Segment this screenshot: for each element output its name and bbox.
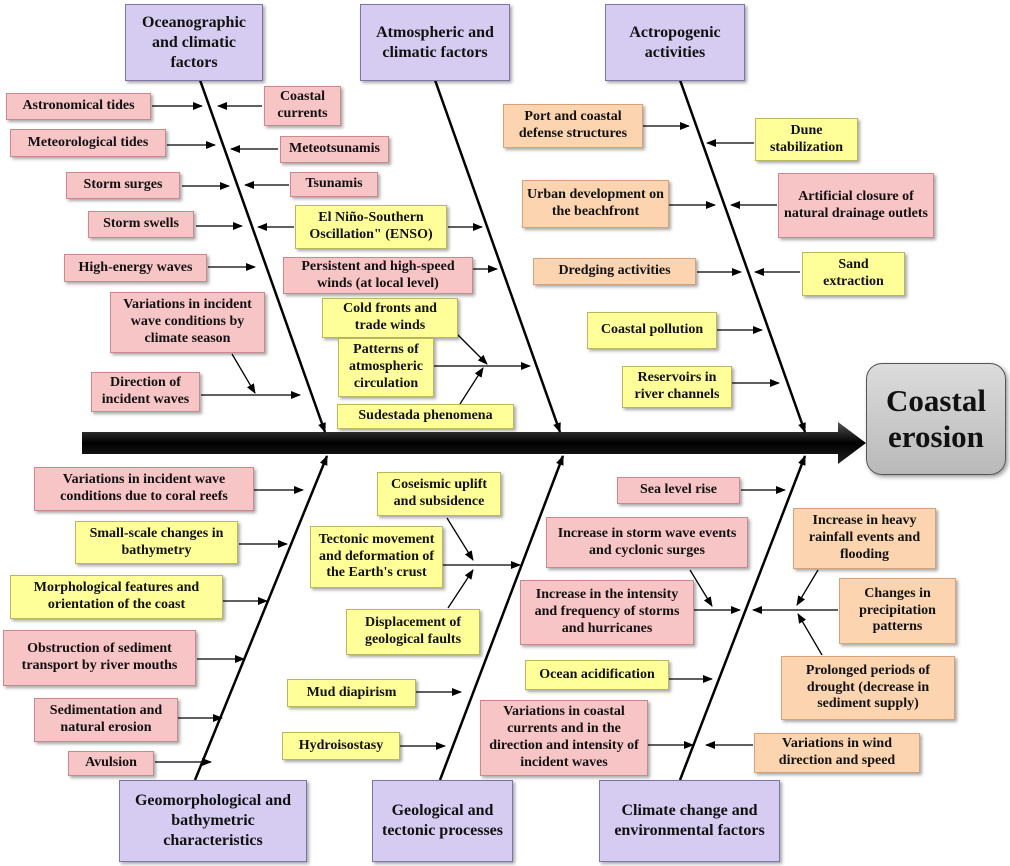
cause-coseismic: Coseismic uplift and subsidence xyxy=(377,472,501,516)
cause-hydroisostasy: Hydroisostasy xyxy=(282,732,400,760)
cause-drought: Prolonged periods of drought (decrease i… xyxy=(781,656,955,720)
cause-morphological-features: Morphological features and orientation o… xyxy=(10,575,223,619)
cause-sudestada: Sudestada phenomena xyxy=(337,404,514,429)
bone-anthropogenic xyxy=(678,79,807,433)
cause-faults: Displacement of geological faults xyxy=(346,609,480,655)
bone-climate xyxy=(678,455,807,781)
bone-geological xyxy=(438,455,565,781)
cause-coastal-currents: Coastal currents xyxy=(264,86,341,126)
cause-dredging: Dredging activities xyxy=(533,258,696,285)
category-geomorphological: Geomorphological and bathymetric charact… xyxy=(119,780,307,862)
arrow-wave-climate-season xyxy=(231,353,256,394)
cause-wave-climate-season: Variations in incident wave conditions b… xyxy=(110,292,265,353)
cause-astronomical-tides: Astronomical tides xyxy=(6,93,151,120)
category-anthropogenic: Actropogenic activities xyxy=(605,4,745,81)
arrow-heavy-rainfall xyxy=(796,569,819,606)
main-spine-arrow xyxy=(82,422,866,464)
cause-urban-development: Urban development on the beachfront xyxy=(522,180,669,228)
cause-coastal-current-variations: Variations in coastal currents and in th… xyxy=(480,700,648,776)
bone-oceanographic xyxy=(198,79,327,433)
arrow-faults xyxy=(447,569,474,609)
cause-atmospheric-circulation: Patterns of atmospheric circulation xyxy=(338,338,434,397)
arrow-sudestada xyxy=(459,367,484,405)
category-atmospheric: Atmospheric and climatic factors xyxy=(360,4,510,81)
cause-reservoirs: Reservoirs in river channels xyxy=(622,366,732,408)
cause-artificial-closure: Artificial closure of natural drainage o… xyxy=(778,173,934,238)
arrow-drought xyxy=(797,613,823,656)
category-climate: Climate change and environmental factors xyxy=(599,780,780,862)
cause-storm-intensity: Increase in the intensity and frequency … xyxy=(520,580,694,645)
cause-wind-variations: Variations in wind direction and speed xyxy=(754,733,920,773)
cause-meteotsunamis: Meteotsunamis xyxy=(280,136,389,163)
cause-cold-fronts: Cold fronts and trade winds xyxy=(322,298,458,338)
category-geological: Geological and tectonic processes xyxy=(372,780,513,862)
cause-storm-swells: Storm swells xyxy=(88,211,194,238)
cause-sedimentation: Sedimentation and natural erosion xyxy=(34,698,178,742)
cause-precipitation-patterns: Changes in precipitation patterns xyxy=(839,578,956,644)
bone-atmospheric xyxy=(433,79,562,433)
cause-enso: El Niño-Southern Oscillation" (ENSO) xyxy=(295,205,447,249)
effect-coastal-erosion: Coastal erosion xyxy=(866,363,1006,475)
cause-port-structures: Port and coastal defense structures xyxy=(503,104,643,148)
cause-avulsion: Avulsion xyxy=(68,751,154,776)
cause-storm-wave-events: Increase in storm wave events and cyclon… xyxy=(546,517,748,568)
cause-mud-diapirism: Mud diapirism xyxy=(287,679,416,707)
cause-direction-incident-waves: Direction of incident waves xyxy=(91,372,200,412)
cause-high-energy-waves: High-energy waves xyxy=(64,254,207,282)
cause-coastal-pollution: Coastal pollution xyxy=(587,312,717,349)
cause-dune-stabilization: Dune stabilization xyxy=(755,118,858,161)
cause-sea-level-rise: Sea level rise xyxy=(617,477,740,504)
cause-persistent-winds: Persistent and high-speed winds (at loca… xyxy=(283,257,473,294)
arrow-coseismic xyxy=(446,517,474,561)
cause-heavy-rainfall: Increase in heavy rainfall events and fl… xyxy=(793,508,936,569)
cause-tectonic-movement: Tectonic movement and deformation of the… xyxy=(310,526,443,588)
cause-ocean-acidification: Ocean acidification xyxy=(525,660,669,690)
cause-storm-surges: Storm surges xyxy=(66,172,180,199)
arrow-storm-wave-events xyxy=(689,569,713,607)
bone-geomorphological xyxy=(193,455,329,781)
cause-bathymetry: Small-scale changes in bathymetry xyxy=(75,521,238,564)
cause-meteorological-tides: Meteorological tides xyxy=(10,129,166,157)
cause-coral-reefs: Variations in incident wave conditions d… xyxy=(34,467,254,511)
cause-sediment-obstruction: Obstruction of sediment transport by riv… xyxy=(3,630,196,686)
category-oceanographic: Oceanographic and climatic factors xyxy=(125,4,263,81)
cause-tsunamis: Tsunamis xyxy=(290,172,378,197)
cause-sand-extraction: Sand extraction xyxy=(802,252,905,296)
